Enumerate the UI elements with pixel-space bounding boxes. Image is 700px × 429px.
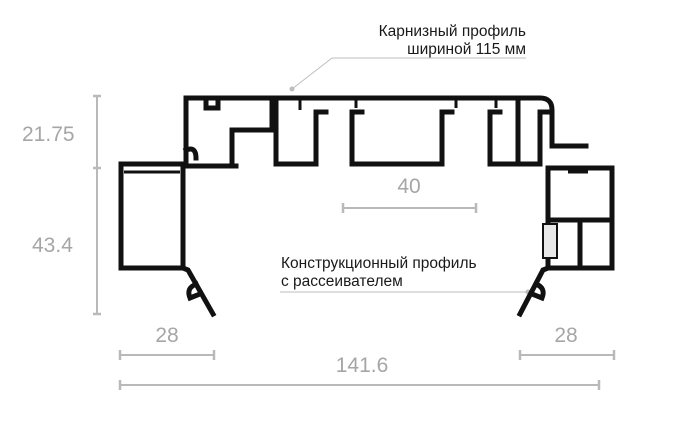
height-bottom-value: 43.4 [32,234,73,257]
left-width-value: 28 [155,324,178,347]
right-width-value: 28 [554,324,577,347]
structural-label-line1: Конструкционный профиль [281,255,477,272]
cornice-label-line1: Карнизный профиль [379,23,526,40]
cornice-profile [182,95,589,169]
left-width-dimension-line [118,350,216,360]
height-dimension-line [93,94,101,316]
total-width-dimension-line [118,380,601,390]
height-top-value: 21.75 [22,123,75,146]
left-structural-profile [118,161,217,318]
structural-leader [280,289,531,295]
diffuser [542,223,558,259]
right-width-dimension-line [518,350,616,360]
total-width-value: 141.6 [336,354,389,377]
cornice-leader [289,57,526,92]
inner-width-dimension-line [341,203,478,213]
right-structural-profile [516,165,615,318]
structural-label-line2: с рассеивателем [281,273,403,290]
cornice-label-line2: шириной 115 мм [407,41,526,58]
inner-width-value: 40 [397,175,420,198]
